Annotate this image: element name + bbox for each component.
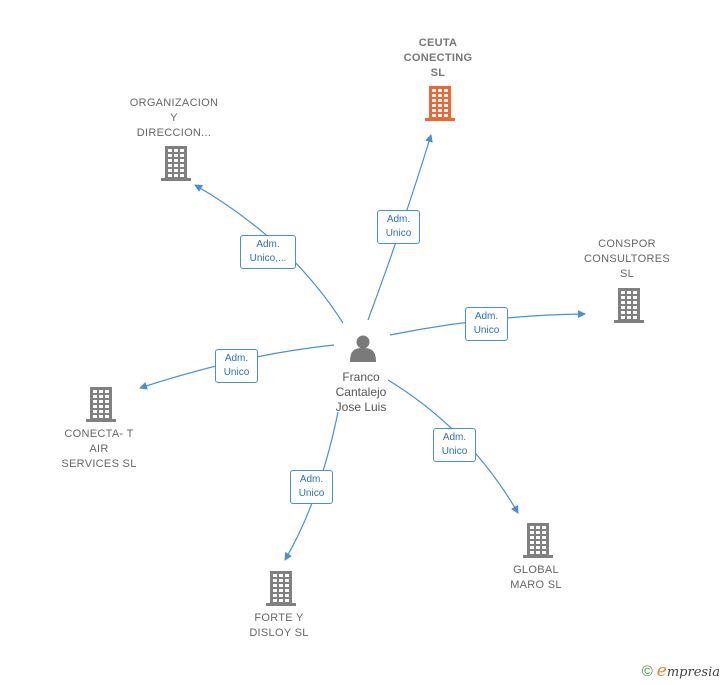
empresia-watermark: ©empresia <box>642 661 720 681</box>
building-icon <box>86 387 116 422</box>
company-name-conecta[interactable]: CONECTA- T AIR SERVICES SL <box>61 428 137 470</box>
building-icon <box>266 571 296 606</box>
company-name-organizacion[interactable]: ORGANIZACION Y DIRECCION... <box>129 97 219 139</box>
relation-label-conspor[interactable]: Adm. Unico <box>465 307 508 341</box>
building-icon <box>523 523 553 558</box>
company-name-ceuta[interactable]: CEUTA CONECTING SL <box>403 37 473 79</box>
relation-label-forte[interactable]: Adm. Unico <box>290 470 333 504</box>
company-name-global[interactable]: GLOBAL MARO SL <box>510 564 562 591</box>
company-name-conspor[interactable]: CONSPOR CONSULTORES SL <box>583 238 671 280</box>
copyright-symbol: © <box>641 663 653 680</box>
relation-label-global[interactable]: Adm. Unico <box>433 428 476 462</box>
node-icons <box>86 86 644 606</box>
brand-rest: mpresia <box>666 665 720 680</box>
person-icon <box>350 335 376 362</box>
relation-label-conecta[interactable]: Adm. Unico <box>215 349 258 383</box>
brand-initial: e <box>656 661 667 681</box>
company-name-forte[interactable]: FORTE Y DISLOY SL <box>249 612 309 639</box>
relation-label-organizacion[interactable]: Adm. Unico,... <box>240 235 296 269</box>
building-icon <box>425 86 455 121</box>
building-icon <box>614 288 644 323</box>
building-icon <box>161 146 191 181</box>
relation-label-ceuta[interactable]: Adm. Unico <box>377 210 420 244</box>
person-name[interactable]: Franco Cantalejo Jose Luis <box>335 370 387 414</box>
